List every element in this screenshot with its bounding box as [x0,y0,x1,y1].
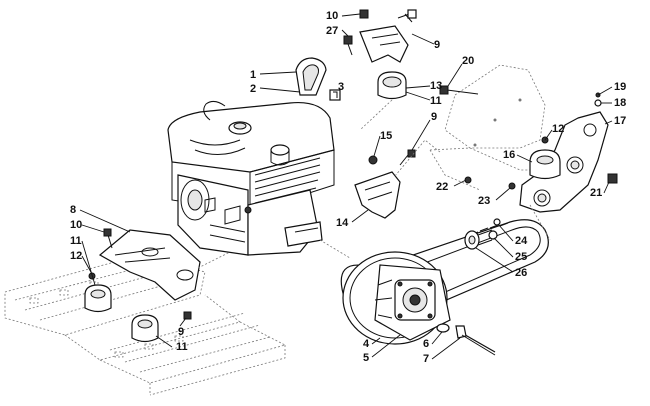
callout-9c: 9 [178,326,184,338]
callout-9: 9 [434,39,440,51]
chassis-rail [4,254,287,396]
callout-2: 2 [250,83,256,95]
callout-9b: 9 [431,111,437,123]
callout-6: 6 [423,338,429,350]
callout-16: 16 [503,149,515,161]
callout-14: 14 [336,217,349,229]
leader-lines [79,13,613,360]
drive-clutch [342,251,451,345]
callout-10: 10 [326,10,338,22]
clutch-bolt [436,323,496,356]
callout-7: 7 [423,353,429,365]
lower-engine-mount-bracket [84,228,201,343]
callout-12: 12 [552,123,564,135]
callout-13: 13 [430,80,442,92]
callout-27: 27 [326,25,338,37]
callout-26: 26 [515,267,527,279]
callout-17: 17 [614,115,626,127]
callout-1: 1 [250,69,256,81]
callout-22: 22 [436,181,448,193]
callout-11c: 11 [176,341,188,353]
engine-assembly [167,100,335,256]
recoil-starter-handle [295,57,341,101]
callout-25: 25 [515,251,527,263]
callout-19: 19 [614,81,626,93]
callout-labels: 1 2 3 10 27 9 20 13 11 19 18 17 12 16 21… [70,10,626,365]
belt-guard-panel [429,64,556,191]
callout-12b: 12 [70,250,82,262]
callout-24: 24 [515,235,528,247]
middle-engine-bracket [354,149,416,219]
callout-21: 21 [590,187,602,199]
callout-23: 23 [478,195,490,207]
bolt-20 [439,85,479,95]
callout-11: 11 [430,95,442,107]
callout-4: 4 [363,338,370,350]
callout-11b: 11 [70,235,82,247]
callout-18: 18 [614,97,626,109]
callout-8: 8 [70,204,76,216]
callout-10b: 10 [70,219,82,231]
jackshaft-spacer [464,229,498,250]
jackshaft-bearing-bracket [464,92,618,226]
upper-engine-mount [343,9,417,100]
callout-20: 20 [462,55,474,67]
callout-5: 5 [363,352,369,364]
callout-15: 15 [380,130,392,142]
callout-3: 3 [338,81,344,93]
